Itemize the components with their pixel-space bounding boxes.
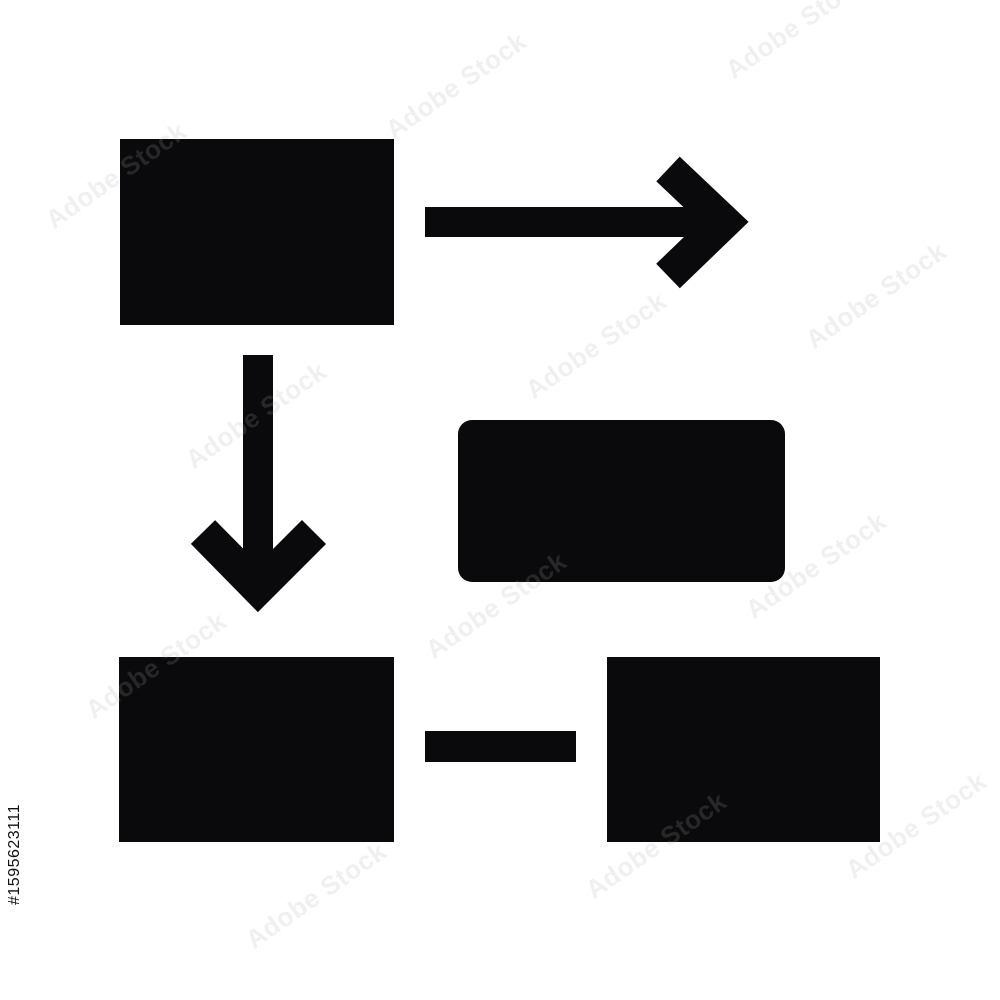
arrow-right-head-icon [656,156,749,289]
stock-id-label: #1595623111 [6,803,23,905]
arrow-down-head-icon [190,519,327,613]
flowchart-box-bottom-right [607,657,880,842]
arrow-right-shaft [425,207,707,237]
connector-line [425,731,576,762]
flowchart-box-middle-right [458,420,785,582]
flowchart-box-bottom-left [119,657,394,842]
arrow-down-shaft [243,355,273,575]
flowchart-box-top-left [120,139,394,325]
